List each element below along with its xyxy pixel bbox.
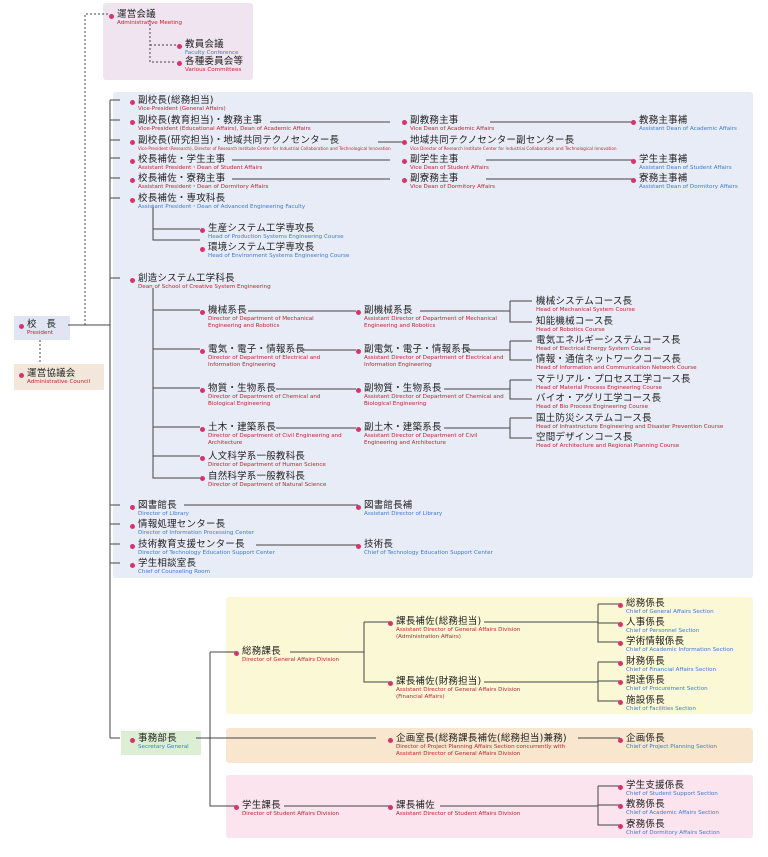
planning-panel — [226, 728, 753, 763]
planning-director-node: 企画室長(総務課長補佐(総務担当)兼務)Director of Project … — [388, 733, 586, 757]
general-affairs-panel — [226, 597, 753, 714]
vp-general-node: 副校長(総務担当)Vice-President (General Affairs… — [130, 95, 226, 113]
secretary-general-box — [121, 731, 201, 755]
council-box — [14, 364, 104, 390]
ga-assistant-admin-node: 課長補佐(総務担当)Assistant Director of General … — [388, 616, 536, 640]
admin-meeting-panel — [103, 3, 253, 80]
ga-assistant-finance-node: 課長補佐(財務担当)Assistant Director of General … — [388, 676, 536, 700]
academic-organization-panel — [113, 92, 753, 578]
